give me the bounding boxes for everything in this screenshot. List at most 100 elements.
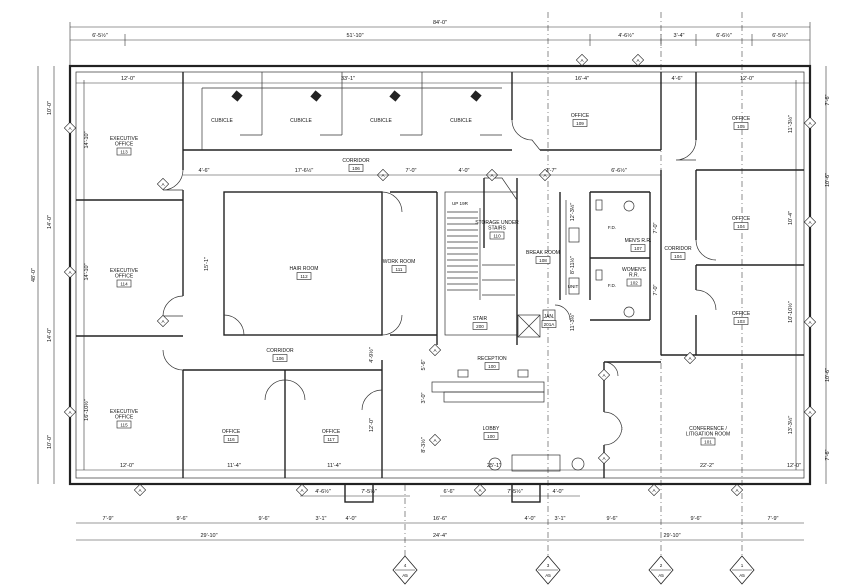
dim-left-l1: 10'-0" — [47, 101, 53, 115]
room-number-box — [733, 317, 749, 325]
dim-bottom-b9: 7'-5½" — [507, 488, 523, 495]
dim-mid-d5: 7'-7" — [546, 168, 557, 174]
svg-text:A: A — [602, 373, 606, 378]
dim-bottom-b7: 16'-6" — [433, 516, 447, 522]
room-number: 109 — [576, 121, 584, 126]
room-name: EXECUTIVE — [110, 268, 139, 274]
interior-dimensions: 4'-6" 17'-6½" 7'-0" 4'-0" 7'-7" 6'-6½" 1… — [76, 167, 804, 471]
section-marker-3: 3 A5 — [535, 555, 561, 585]
dim-corridor-w1: 7'-0" — [653, 222, 659, 233]
room-name: CORRIDOR — [266, 348, 294, 354]
dim-right-r2: 11'-3½" — [787, 115, 794, 133]
dim-rr-2: 8'-11½" — [569, 256, 576, 274]
room-name: CUBICLE — [211, 118, 233, 124]
room-label-cub1: CUBICLE — [211, 118, 233, 124]
dim-bottom-tot3: 29'-10" — [663, 533, 680, 539]
room-name: STORAGE UNDER — [475, 220, 519, 226]
room-number: 106 — [276, 356, 284, 361]
dim-rr-3: 11'-3½" — [569, 313, 576, 331]
dim-right-r6: 10'-6" — [825, 368, 831, 382]
dim-mid-d4: 4'-0" — [459, 168, 470, 174]
room-number-box — [348, 164, 364, 172]
room-name: STAIRS — [488, 226, 506, 232]
dim-right-r5: 10'-10½" — [787, 301, 794, 323]
dim-bottom-b17: 4'-0" — [525, 516, 536, 522]
dim-bottom-b12: 9'-6" — [691, 516, 702, 522]
dim-top-seg6: 6'-5½" — [772, 32, 788, 39]
dim-right-r1: 7'-6" — [825, 94, 831, 105]
svg-text:A: A — [688, 356, 692, 361]
dim-recep-width: 5'-6" — [421, 359, 427, 370]
svg-text:2: 2 — [660, 563, 663, 568]
room-number: 104 — [674, 254, 682, 259]
svg-text:A: A — [735, 488, 739, 493]
svg-text:A: A — [138, 488, 142, 493]
dim-bottom-b1: 7'-9" — [103, 516, 114, 522]
room-name: LITIGATION ROOM — [686, 432, 730, 438]
dim-office-height: 12'-0" — [369, 418, 375, 432]
svg-text:A: A — [381, 173, 385, 178]
dim-mid-d8: 22'-2" — [700, 463, 714, 469]
room-number: 102 — [630, 281, 638, 286]
room-label-corr106: CORRIDOR 106 — [342, 158, 370, 172]
room-number-box — [116, 279, 132, 288]
room-number-box — [733, 222, 749, 230]
room-name: CUBICLE — [370, 118, 392, 124]
svg-text:A: A — [580, 58, 584, 63]
room-number: 117 — [327, 437, 335, 442]
wall-type-tags: A A A A A A A A A A A A A A A A A A A A … — [63, 53, 817, 497]
interior-walls — [76, 72, 804, 478]
room-label-cub4: CUBICLE — [450, 118, 472, 124]
dim-top-seg4: 3'-4" — [674, 33, 685, 39]
room-name: CORRIDOR — [342, 158, 370, 164]
room-number: 106 — [352, 166, 360, 171]
room-number-box — [484, 362, 500, 370]
room-number: 105 — [737, 124, 745, 129]
room-number-box — [296, 272, 312, 280]
room-name: OFFICE — [115, 142, 134, 148]
exterior-walls — [68, 64, 812, 486]
svg-text:A: A — [602, 456, 606, 461]
dim-mid-d9: 12'-0" — [120, 463, 134, 469]
room-label-corr105: CORRIDOR 106 — [266, 348, 294, 362]
dim-left-l7: 10'-0" — [47, 435, 53, 449]
section-marker-1: 1 A5 — [729, 555, 755, 585]
dim-bottom-b4: 4'-6½" — [315, 488, 331, 495]
room-number-box — [272, 354, 288, 362]
dim-inner2: 33'-1" — [341, 76, 355, 82]
room-name: RECEPTION — [477, 356, 507, 362]
section-marker-4: 4 A5 — [392, 555, 418, 585]
room-number: 108 — [539, 258, 547, 263]
room-name: EXECUTIVE — [110, 136, 139, 142]
room-number-box — [630, 244, 646, 252]
room-name: CUBICLE — [450, 118, 472, 124]
room-name: OFFICE — [732, 216, 751, 222]
dim-mid-d6: 6'-6½" — [611, 167, 627, 174]
floor-drain-1: F.D. — [608, 225, 616, 230]
dim-mid-d3: 7'-0" — [406, 168, 417, 174]
room-name: MEN'S R.R. — [625, 238, 652, 244]
dim-left-l3: 14'-0" — [47, 215, 53, 229]
svg-text:A: A — [808, 121, 812, 126]
dim-bottom-b14: 3'-1" — [316, 516, 327, 522]
svg-text:A: A — [161, 319, 165, 324]
right-dimensions: 7'-6" 11'-3½" 10'-6" 10'-4" 10'-10½" 10'… — [787, 66, 831, 484]
svg-text:A: A — [161, 182, 165, 187]
dim-top-seg5: 6'-6½" — [716, 32, 732, 39]
room-number: 116 — [227, 437, 235, 442]
room-number: 115 — [120, 423, 128, 428]
room-label-womens: WOMEN'SR.R.102 — [622, 267, 647, 287]
section-marker-2: 2 A5 — [648, 555, 674, 585]
dim-mid-d2: 17'-6½" — [295, 167, 314, 174]
unit-label: UNIT — [568, 284, 579, 289]
svg-text:A: A — [478, 488, 482, 493]
